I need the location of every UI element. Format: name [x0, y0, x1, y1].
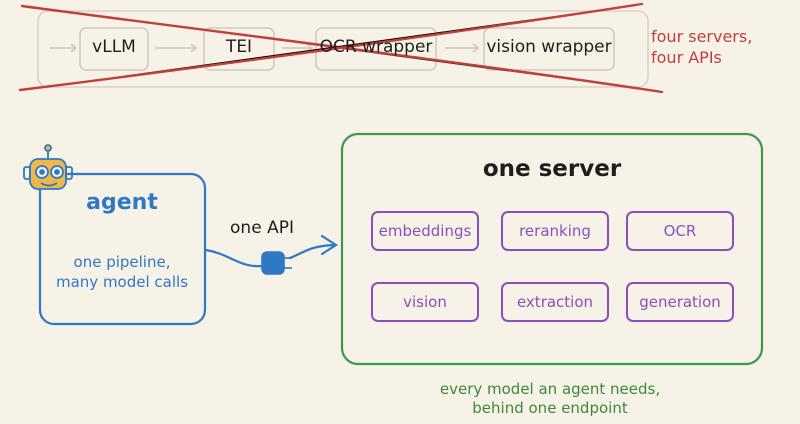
capability-pill-generation	[626, 282, 734, 322]
old-item-vllm: vLLM	[92, 37, 136, 57]
capability-pill-extraction	[501, 282, 609, 322]
agent-title: agent	[86, 190, 158, 215]
server-box	[340, 132, 764, 366]
capability-label-embeddings: embeddings	[378, 222, 472, 240]
capability-pill-embeddings	[371, 211, 479, 251]
old-box-ocr-wrapper	[315, 27, 437, 71]
old-item-vision-wrapper: vision wrapper	[486, 37, 612, 57]
old-stack-note-line2: four APIs	[651, 48, 722, 67]
one-api-connector	[204, 234, 339, 268]
capability-label-generation: generation	[639, 293, 721, 311]
old-item-ocr-wrapper: OCR wrapper	[319, 37, 433, 57]
old-stack-arrows	[50, 43, 480, 53]
capability-pill-reranking	[501, 211, 609, 251]
server-caption-line1: every model an agent needs,	[439, 380, 661, 398]
capability-label-vision: vision	[403, 293, 447, 311]
old-stack-note: four servers, four APIs	[651, 26, 752, 68]
old-item-tei: TEI	[225, 37, 253, 57]
connector-label: one API	[230, 218, 294, 238]
capability-label-ocr: OCR	[663, 222, 697, 240]
agent-description: one pipeline, many model calls	[56, 252, 188, 292]
plug-icon	[261, 251, 292, 275]
agent-description-line2: many model calls	[55, 273, 189, 291]
agent-description-line1: one pipeline,	[73, 253, 171, 271]
old-box-vision-wrapper	[483, 27, 615, 71]
robot-icon	[23, 144, 73, 190]
capability-label-extraction: extraction	[516, 293, 594, 311]
agent-box	[38, 172, 207, 326]
server-caption-line2: behind one endpoint	[472, 399, 628, 417]
capability-pill-vision	[371, 282, 479, 322]
capability-pill-ocr	[626, 211, 734, 251]
server-caption: every model an agent needs, behind one e…	[440, 380, 660, 418]
capability-label-reranking: reranking	[519, 222, 591, 240]
cross-out-mark	[18, 2, 664, 94]
old-stack-note-line1: four servers,	[651, 27, 753, 46]
old-stack-container	[37, 10, 649, 88]
old-box-vllm	[79, 27, 149, 71]
server-title: one server	[482, 156, 622, 182]
old-box-tei	[203, 27, 275, 71]
